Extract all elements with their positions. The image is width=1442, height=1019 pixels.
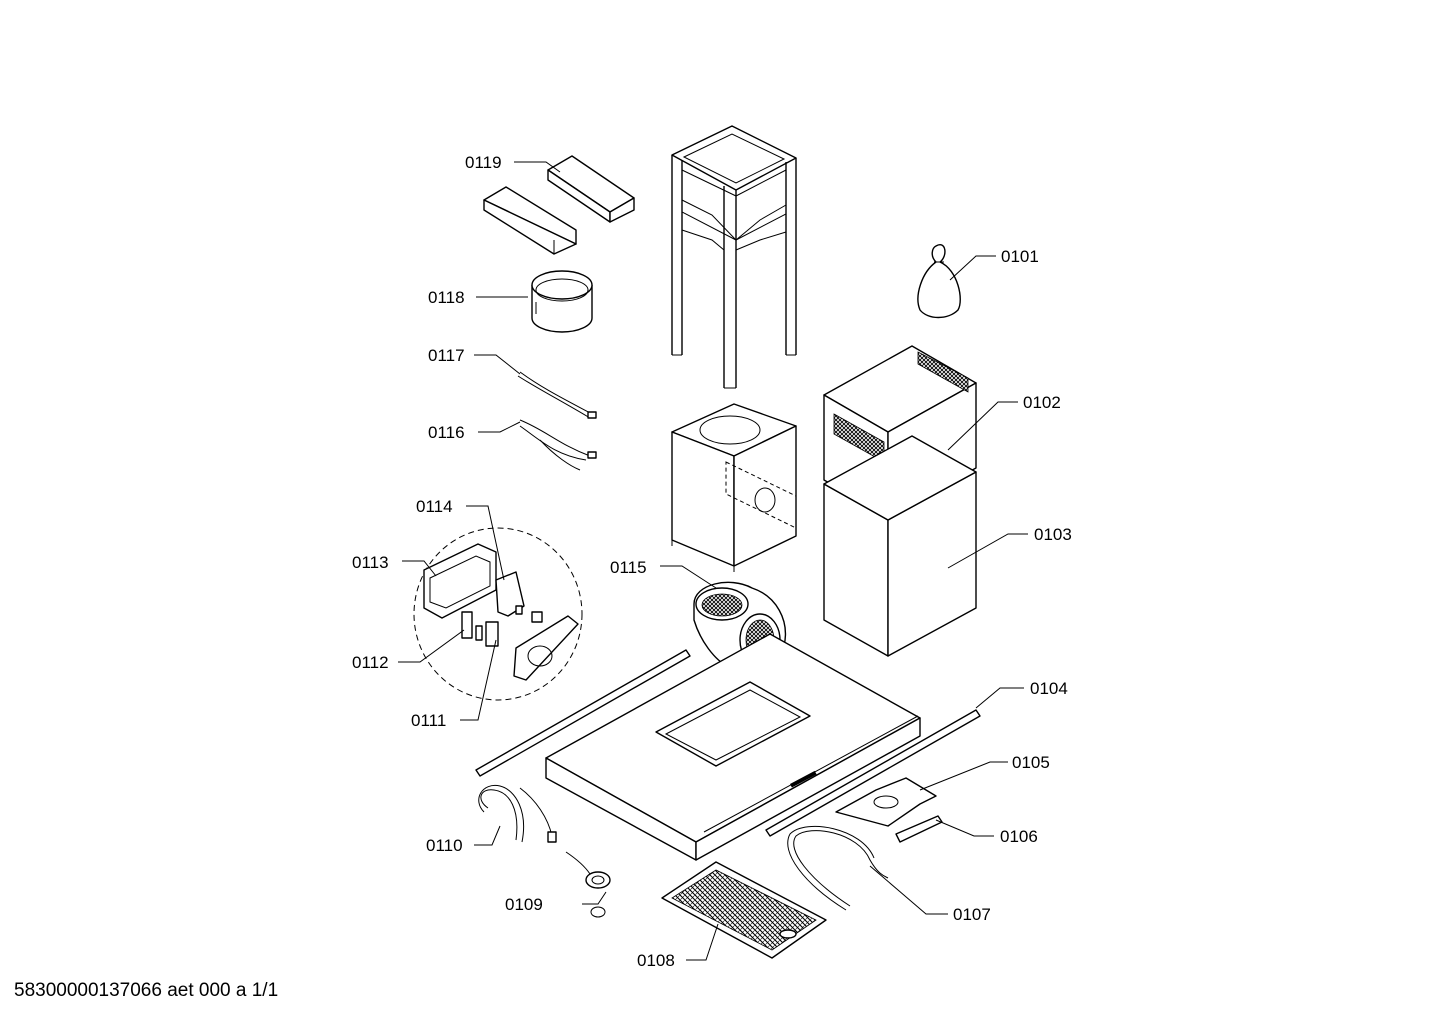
- duct-collar-drawing: [531, 270, 593, 333]
- label-0105: 0105: [1012, 753, 1050, 772]
- label-0102: 0102: [1023, 393, 1061, 412]
- wire-harness-short-drawing: [517, 371, 597, 419]
- leader-lines: [398, 161, 1028, 961]
- label-0117: 0117: [428, 346, 465, 365]
- label-0116: 0116: [428, 423, 465, 442]
- lower-chimney-cover-drawing: [823, 435, 977, 657]
- cable-drawing: [787, 826, 889, 911]
- label-0113: 0113: [352, 553, 389, 572]
- wire-harness-long-drawing: [519, 419, 597, 471]
- label-0106: 0106: [1000, 827, 1038, 846]
- trim-strip-drawing: [475, 649, 981, 837]
- switch-knob-drawing: [565, 851, 611, 918]
- label-0111: 0111: [411, 711, 446, 730]
- bracket-frame-drawing: [483, 155, 635, 255]
- label-0115: 0115: [610, 558, 647, 577]
- label-0112: 0112: [352, 653, 389, 672]
- label-0108: 0108: [637, 951, 675, 970]
- label-0110: 0110: [426, 836, 463, 855]
- label-0119: 0119: [465, 153, 502, 172]
- lamp-unit-drawing: [895, 815, 943, 843]
- grease-filter-drawing: [661, 861, 827, 959]
- label-0118: 0118: [428, 288, 465, 307]
- chimney-frame-drawing: [671, 125, 797, 389]
- drawing-reference-number: 58300000137066 aet 000 a 1/1: [14, 980, 279, 1001]
- label-0103: 0103: [1034, 525, 1072, 544]
- label-0114: 0114: [416, 497, 453, 516]
- motor-housing-drawing: [671, 403, 797, 572]
- mounting-plate-drawing: [835, 777, 937, 827]
- control-unit-drawing: [413, 527, 583, 701]
- label-0107: 0107: [953, 905, 991, 924]
- label-0104: 0104: [1030, 679, 1068, 698]
- hood-body-drawing: [545, 633, 921, 861]
- label-0101: 0101: [1001, 247, 1039, 266]
- accessory-bag-drawing: [917, 244, 961, 319]
- power-cable-drawing: [478, 784, 557, 843]
- part-labels: 0119 0118 0117 0116 0114 0113 0112 0111 …: [352, 153, 1072, 970]
- label-0109: 0109: [505, 895, 543, 914]
